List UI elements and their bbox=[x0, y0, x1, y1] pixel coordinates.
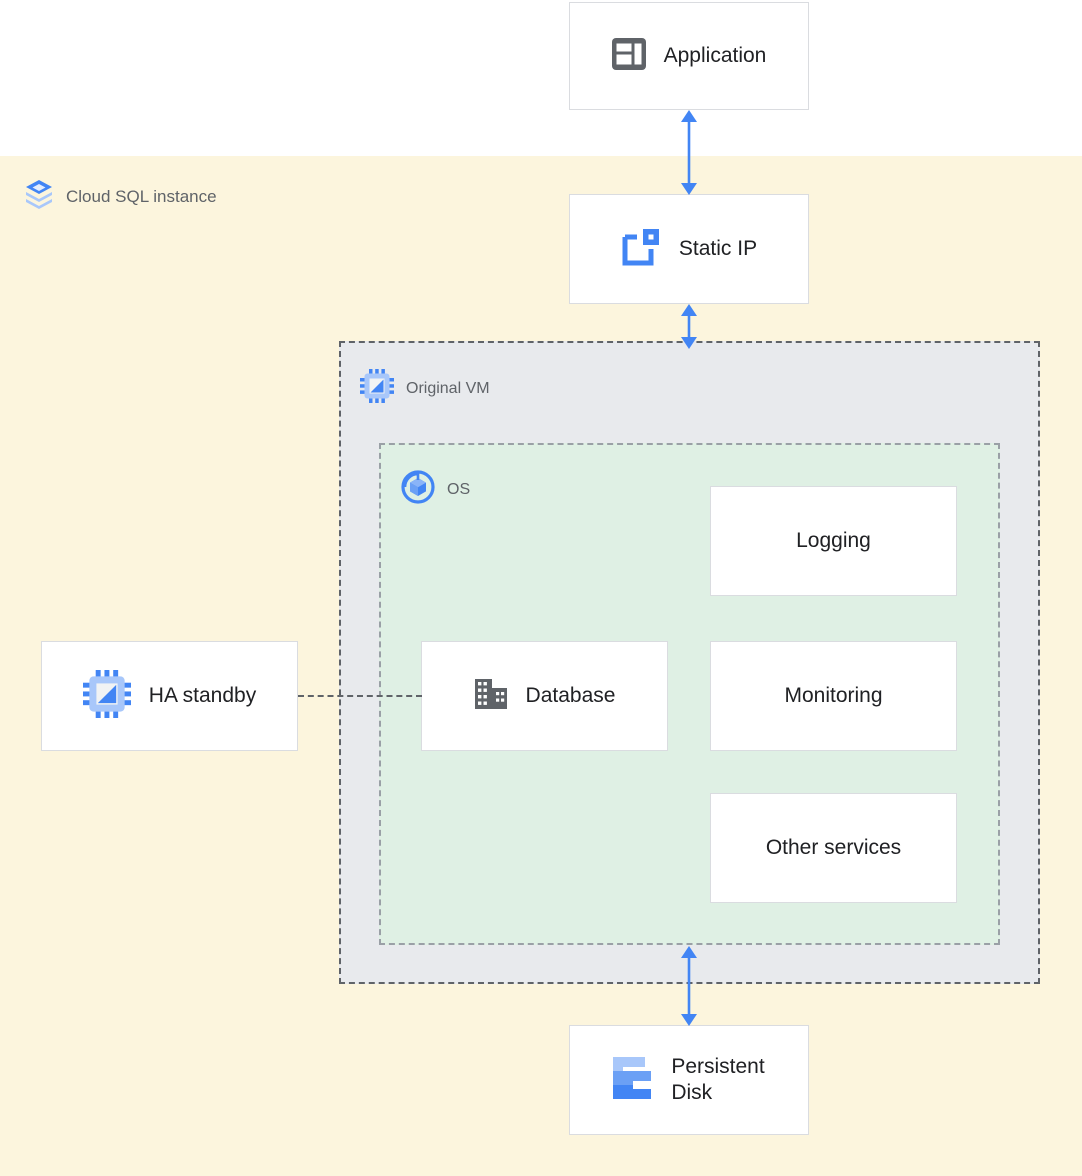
node-other-services[interactable]: Other services bbox=[710, 793, 957, 903]
node-ha-standby-label: HA standby bbox=[149, 683, 256, 709]
connector-static-ip-original-vm bbox=[672, 304, 706, 349]
connector-ha-standby-database bbox=[298, 695, 422, 697]
os-circle-cube-icon bbox=[401, 470, 435, 509]
static-ip-square-icon bbox=[621, 227, 661, 272]
node-static-ip[interactable]: Static IP bbox=[569, 194, 809, 304]
persistent-disk-steps-icon bbox=[613, 1057, 653, 1104]
node-application-label: Application bbox=[664, 43, 767, 69]
node-logging[interactable]: Logging bbox=[710, 486, 957, 596]
cloud-sql-stack-icon bbox=[24, 178, 54, 215]
cloud-sql-instance-label-group: Cloud SQL instance bbox=[24, 178, 217, 215]
node-monitoring-label: Monitoring bbox=[784, 683, 882, 709]
node-ha-standby[interactable]: HA standby bbox=[41, 641, 298, 751]
os-label: OS bbox=[447, 481, 470, 499]
node-monitoring[interactable]: Monitoring bbox=[710, 641, 957, 751]
vm-chip-icon bbox=[360, 369, 394, 408]
node-persistent-disk[interactable]: Persistent Disk bbox=[569, 1025, 809, 1135]
node-persistent-disk-label: Persistent Disk bbox=[671, 1054, 764, 1105]
node-logging-label: Logging bbox=[796, 528, 871, 554]
node-application[interactable]: Application bbox=[569, 2, 809, 110]
node-database-label: Database bbox=[526, 683, 616, 709]
connector-original-vm-persistent-disk bbox=[672, 946, 706, 1026]
vm-chip-icon bbox=[83, 670, 131, 723]
original-vm-label: Original VM bbox=[406, 380, 490, 398]
application-window-icon bbox=[612, 38, 646, 75]
node-static-ip-label: Static IP bbox=[679, 236, 757, 262]
database-building-icon bbox=[474, 678, 508, 715]
node-other-services-label: Other services bbox=[766, 835, 901, 861]
os-label-group: OS bbox=[401, 470, 470, 509]
original-vm-label-group: Original VM bbox=[360, 369, 490, 408]
connector-application-static-ip bbox=[672, 110, 706, 195]
cloud-sql-instance-label: Cloud SQL instance bbox=[66, 187, 217, 207]
node-database[interactable]: Database bbox=[421, 641, 668, 751]
